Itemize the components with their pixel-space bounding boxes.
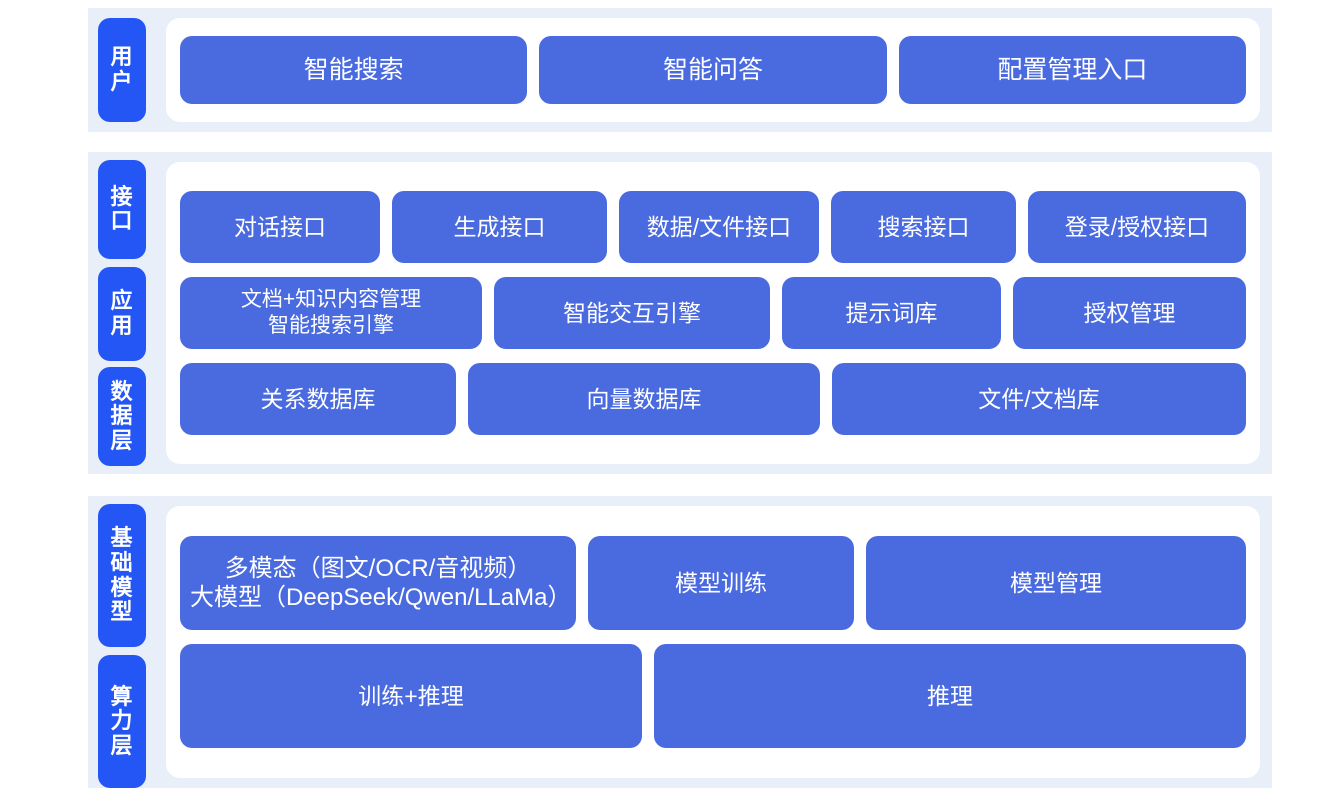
box-search-api[interactable]: 搜索接口 — [831, 191, 1016, 263]
layer-tag-user[interactable]: 用户 — [98, 18, 146, 122]
box-file-document-store[interactable]: 文件/文档库 — [832, 363, 1246, 435]
box-prompt-library[interactable]: 提示词库 — [782, 277, 1001, 349]
box-training-inference[interactable]: 训练+推理 — [180, 644, 642, 748]
section-middle: 接口 应用 数据层 对话接口 生成接口 数据/文件接口 搜索接口 登录/授权接口… — [88, 152, 1272, 474]
box-authorization-management[interactable]: 授权管理 — [1013, 277, 1246, 349]
layer-tag-user-label: 用户 — [110, 44, 134, 94]
row-interface: 对话接口 生成接口 数据/文件接口 搜索接口 登录/授权接口 — [180, 191, 1246, 263]
layer-tag-data-label: 数据层 — [110, 378, 134, 454]
layer-tag-foundation-model[interactable]: 基础模型 — [98, 504, 146, 647]
tag-column-bottom: 基础模型 算力层 — [88, 496, 156, 788]
tag-column-user: 用户 — [88, 8, 156, 132]
panel-user: 智能搜索 智能问答 配置管理入口 — [166, 18, 1260, 122]
box-data-file-api[interactable]: 数据/文件接口 — [619, 191, 819, 263]
layer-tag-foundation-model-label: 基础模型 — [110, 525, 134, 625]
row-data: 关系数据库 向量数据库 文件/文档库 — [180, 363, 1246, 435]
row-application: 文档+知识内容管理 智能搜索引擎 智能交互引擎 提示词库 授权管理 — [180, 277, 1246, 349]
box-generation-api[interactable]: 生成接口 — [392, 191, 607, 263]
row-foundation-model: 多模态（图文/OCR/音视频） 大模型（DeepSeek/Qwen/LLaMa）… — [180, 536, 1246, 630]
box-relational-database[interactable]: 关系数据库 — [180, 363, 456, 435]
box-model-training[interactable]: 模型训练 — [588, 536, 854, 630]
box-multimodal-large-model[interactable]: 多模态（图文/OCR/音视频） 大模型（DeepSeek/Qwen/LLaMa） — [180, 536, 576, 630]
panel-bottom: 多模态（图文/OCR/音视频） 大模型（DeepSeek/Qwen/LLaMa）… — [166, 506, 1260, 778]
box-inference[interactable]: 推理 — [654, 644, 1246, 748]
layer-tag-compute-label: 算力层 — [110, 683, 134, 758]
section-user: 用户 智能搜索 智能问答 配置管理入口 — [88, 8, 1272, 132]
box-config-management-entry[interactable]: 配置管理入口 — [898, 36, 1246, 104]
layer-tag-application-label: 应用 — [110, 288, 134, 338]
layer-tag-compute[interactable]: 算力层 — [98, 655, 146, 788]
row-compute: 训练+推理 推理 — [180, 644, 1246, 748]
tag-column-middle: 接口 应用 数据层 — [88, 152, 156, 474]
layer-tag-application[interactable]: 应用 — [98, 266, 146, 362]
layer-tag-data[interactable]: 数据层 — [98, 367, 146, 466]
layer-tag-interface-label: 接口 — [110, 183, 134, 234]
section-bottom: 基础模型 算力层 多模态（图文/OCR/音视频） 大模型（DeepSeek/Qw… — [88, 496, 1272, 788]
box-smart-search[interactable]: 智能搜索 — [180, 36, 528, 104]
box-smart-qa[interactable]: 智能问答 — [539, 36, 887, 104]
box-smart-interaction-engine[interactable]: 智能交互引擎 — [494, 277, 770, 349]
box-model-management[interactable]: 模型管理 — [866, 536, 1246, 630]
box-dialog-api[interactable]: 对话接口 — [180, 191, 380, 263]
panel-middle: 对话接口 生成接口 数据/文件接口 搜索接口 登录/授权接口 文档+知识内容管理… — [166, 162, 1260, 464]
layer-tag-interface[interactable]: 接口 — [98, 160, 146, 259]
box-doc-knowledge-management[interactable]: 文档+知识内容管理 智能搜索引擎 — [180, 277, 482, 349]
box-vector-database[interactable]: 向量数据库 — [468, 363, 820, 435]
box-login-auth-api[interactable]: 登录/授权接口 — [1028, 191, 1246, 263]
row-user: 智能搜索 智能问答 配置管理入口 — [180, 36, 1246, 104]
